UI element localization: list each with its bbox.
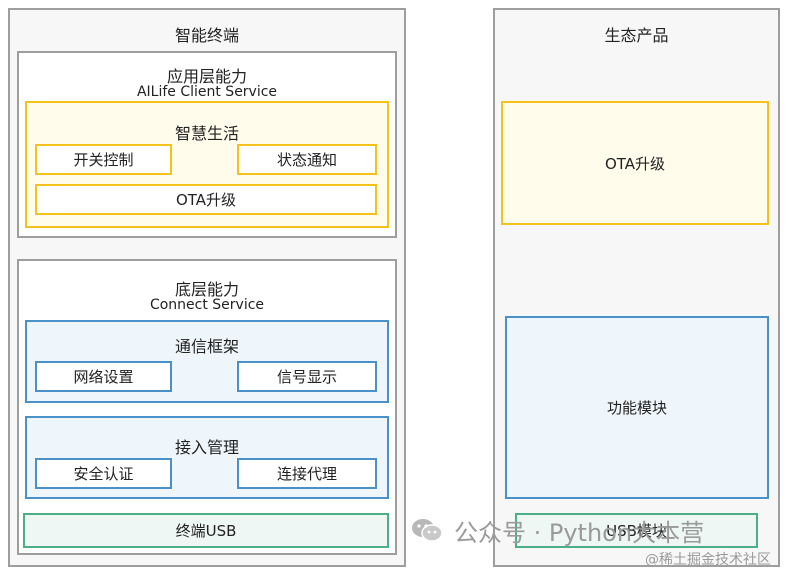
base-layer-box: 底层能力 Connect Service [17,259,397,555]
wechat-icon [410,516,444,544]
signal-display-item: 信号显示 [237,361,377,392]
app-layer-subtitle: AILife Client Service [136,84,278,100]
watermark-site: @稀土掘金技术社区 [645,552,771,568]
eco-ota-box: OTA升级 [501,101,769,225]
switch-control-item: 开关控制 [35,144,172,175]
eco-products-title: 生态产品 [604,26,669,45]
smart-terminal-title: 智能终端 [174,26,239,45]
base-layer-title: 底层能力 [174,280,239,299]
app-layer-title: 应用层能力 [166,67,247,86]
access-management-title: 接入管理 [174,438,239,457]
terminal-usb-box: 终端USB [23,513,389,548]
terminal-ota-item: OTA升级 [35,184,377,215]
usb-module-box: USB模块 [515,513,758,548]
network-settings-item: 网络设置 [35,361,172,392]
security-auth-item: 安全认证 [35,458,172,489]
function-module-box: 功能模块 [505,316,769,499]
base-layer-subtitle: Connect Service [149,297,265,313]
watermark-wechat: 公众号 · Python大本营 [410,512,704,548]
watermark-wechat-text: 公众号 · Python大本营 [454,518,705,547]
status-notify-item: 状态通知 [237,144,377,175]
smart-life-title: 智慧生活 [174,124,239,143]
comm-framework-title: 通信框架 [174,337,239,356]
connection-proxy-item: 连接代理 [237,458,377,489]
